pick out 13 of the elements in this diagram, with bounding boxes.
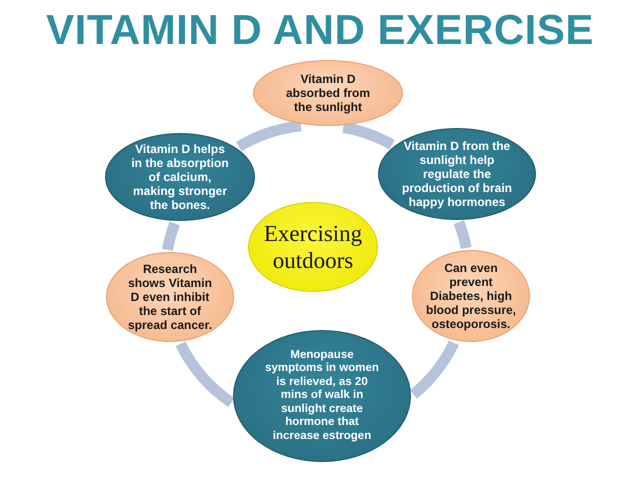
cycle-ring-arc <box>176 341 235 407</box>
node-text: Can even prevent Diabetes, high blood pressure, osteoporosis. <box>425 260 517 332</box>
cycle-ring-arc <box>410 340 459 399</box>
node-text: Menopause symptoms in women is relieved, as 20 mins of walk in sunlight create hormone that increase estrogen <box>264 348 380 444</box>
cycle-ring-arc <box>236 120 302 152</box>
cycle-ring-arc <box>162 222 180 251</box>
cycle-ring-arc <box>454 220 472 250</box>
node-text: Vitamin D absorbed from the sunlight <box>284 72 371 114</box>
node-text: Exercising outdoors <box>262 220 364 274</box>
node-text: Vitamin D from the sunlight help regulate the production of brain happy hormones <box>401 138 513 210</box>
node-text: Vitamin D helps in the absorption of calcium, making stronger the bones. <box>130 142 230 212</box>
title: VITAMIN D AND EXERCISE <box>45 6 595 54</box>
node-text: Research shows Vitamin D even inhibit the start of spread cancer. <box>126 262 214 332</box>
